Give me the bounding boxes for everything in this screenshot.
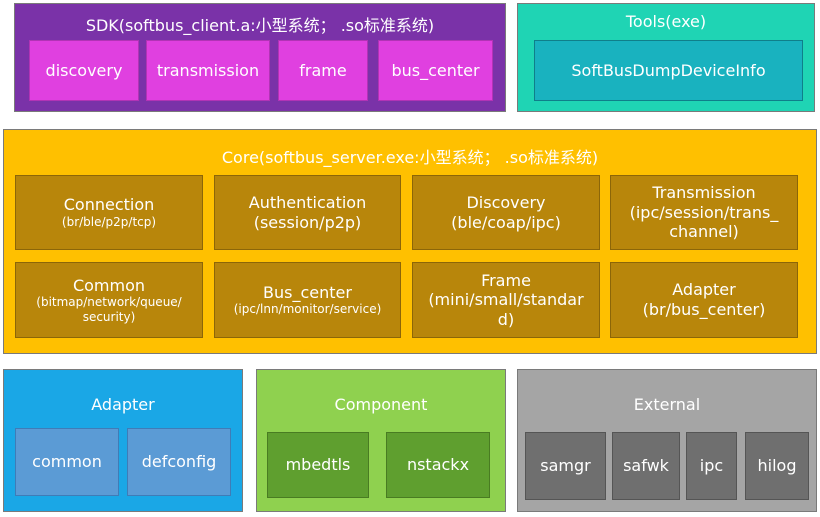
sdk-title: SDK(softbus_client.a:小型系统； .so标准系统) [85,16,435,35]
component-panel: Component mbedtls nstackx [256,369,506,512]
core-module-detail: (br/ble/p2p/tcp) [61,214,157,229]
core-module-detail: (ipc/session/trans_ [629,202,779,222]
core-module-detail: (session/p2p) [253,212,362,232]
core-module-authentication: Authentication (session/p2p) [214,175,401,250]
adapter-title: Adapter [91,395,155,414]
sdk-item-frame: frame [278,40,368,101]
core-module-name: Authentication [248,192,367,212]
core-module-name: Transmission [652,183,756,203]
core-module-name: Bus_center [263,282,352,302]
external-title: External [633,395,701,414]
core-module-detail: (bitmap/network/queue/ [36,295,182,310]
core-module-transmission: Transmission (ipc/session/trans_ channel… [610,175,798,250]
core-module-detail: (ble/coap/ipc) [451,212,561,232]
component-title: Component [334,395,428,414]
external-item-ipc: ipc [686,432,737,500]
core-module-name: Common [72,275,146,295]
core-module-detail: (ipc/lnn/monitor/service) [233,302,382,317]
core-module-detail: d) [497,309,515,329]
core-module-common: Common (bitmap/network/queue/ security) [15,262,203,338]
external-item-samgr: samgr [525,432,606,500]
sdk-item-discovery: discovery [29,40,139,101]
core-module-name: Frame [481,270,531,290]
adapter-panel: Adapter common defconfig [3,369,243,512]
adapter-item-common: common [15,428,119,496]
tools-item-dump-device-info: SoftBusDumpDeviceInfo [534,40,803,101]
core-module-name: Connection [63,195,155,215]
core-module-detail: (mini/small/standar [428,290,584,310]
adapter-item-defconfig: defconfig [127,428,231,496]
external-panel: External samgr safwk ipc hilog [517,369,817,512]
sdk-item-bus-center: bus_center [378,40,493,101]
core-module-detail: channel) [669,222,739,242]
sdk-panel: SDK(softbus_client.a:小型系统； .so标准系统) disc… [14,3,506,112]
core-module-adapter: Adapter (br/bus_center) [610,262,798,338]
component-item-nstackx: nstackx [386,432,490,498]
tools-panel: Tools(exe) SoftBusDumpDeviceInfo [517,3,815,112]
core-module-bus-center: Bus_center (ipc/lnn/monitor/service) [214,262,401,338]
core-module-connection: Connection (br/ble/p2p/tcp) [15,175,203,250]
core-module-detail: (br/bus_center) [642,300,766,319]
sdk-item-transmission: transmission [146,40,270,101]
core-title: Core(softbus_server.exe:小型系统； .so标准系统) [221,148,599,167]
core-module-name: Adapter [672,280,736,300]
core-module-name: Discovery [466,192,546,212]
core-module-discovery: Discovery (ble/coap/ipc) [412,175,600,250]
tools-title: Tools(exe) [625,12,707,31]
component-item-mbedtls: mbedtls [267,432,369,498]
core-panel: Core(softbus_server.exe:小型系统； .so标准系统) C… [3,129,817,354]
external-item-safwk: safwk [612,432,680,500]
external-item-hilog: hilog [745,432,809,500]
core-module-frame: Frame (mini/small/standar d) [412,262,600,338]
core-module-detail: security) [82,309,136,324]
